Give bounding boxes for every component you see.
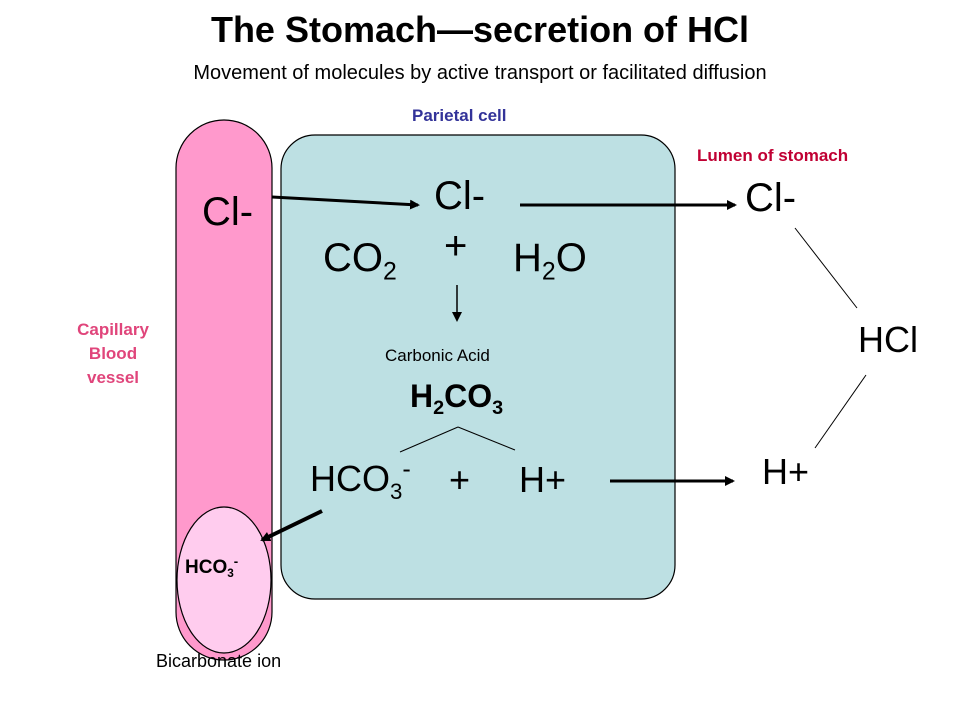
hco3-base: HCO <box>310 458 390 499</box>
hco3-subscript: 3 <box>390 478 403 504</box>
h2co3-co: CO <box>444 378 493 414</box>
cl-ion-cell: Cl- <box>434 174 486 218</box>
bicarbonate-bulb <box>176 506 272 654</box>
h-ion-cell: H+ <box>519 459 567 500</box>
split-line-right <box>457 426 516 451</box>
h-ion-lumen: H+ <box>762 451 810 492</box>
capillary-label: Capillary Blood vessel <box>55 318 171 389</box>
h2co3-subscript-1: 2 <box>433 396 445 419</box>
co2-subscript: 2 <box>383 258 397 286</box>
plus-sign-top: + <box>444 224 468 268</box>
co2-molecule: CO2 <box>323 236 397 285</box>
parietal-cell-body <box>280 134 676 600</box>
cl-ion-lumen: Cl- <box>745 176 797 220</box>
h2o-molecule: H2O <box>513 236 587 285</box>
hco3-charge: - <box>402 455 411 484</box>
h2o-o: O <box>555 236 587 280</box>
plus-sign-bottom: + <box>449 459 471 500</box>
h2co3-molecule: H2CO3 <box>410 378 503 418</box>
hco3-ion-blood: HCO3- <box>185 555 238 581</box>
co2-base: CO <box>323 236 383 280</box>
page-title: The Stomach—secretion of HCl <box>210 9 750 50</box>
lumen-label: Lumen of stomach <box>697 146 849 165</box>
cl-ion-blood: Cl- <box>202 190 254 234</box>
hcl-line-bottom <box>814 374 867 449</box>
parietal-cell-label: Parietal cell <box>412 106 507 125</box>
hco3-blood-subscript: 3 <box>227 567 234 581</box>
hco3-ion-cell: HCO3- <box>310 457 411 503</box>
h2co3-h: H <box>410 378 434 414</box>
carbonic-acid-label: Carbonic Acid <box>385 346 490 365</box>
h2o-subscript: 2 <box>541 258 556 286</box>
bicarbonate-ion-label: Bicarbonate ion <box>156 651 282 671</box>
hco3-blood-base: HCO <box>185 557 228 578</box>
arrow-cl-blood-to-cell <box>271 195 420 210</box>
hcl-molecule: HCl <box>858 319 918 360</box>
capillary-label-line3: vessel <box>87 367 139 387</box>
page-subtitle: Movement of molecules by active transpor… <box>193 62 767 84</box>
h2o-h: H <box>513 236 542 280</box>
hcl-line-top <box>794 227 858 309</box>
capillary-label-line2: Blood <box>88 343 138 363</box>
split-line-left <box>399 426 459 453</box>
h2co3-subscript-2: 3 <box>492 396 504 419</box>
capillary-label-line1: Capillary <box>77 320 149 339</box>
hco3-blood-charge: - <box>233 553 239 569</box>
arrow-hco3-to-blood <box>260 509 323 542</box>
